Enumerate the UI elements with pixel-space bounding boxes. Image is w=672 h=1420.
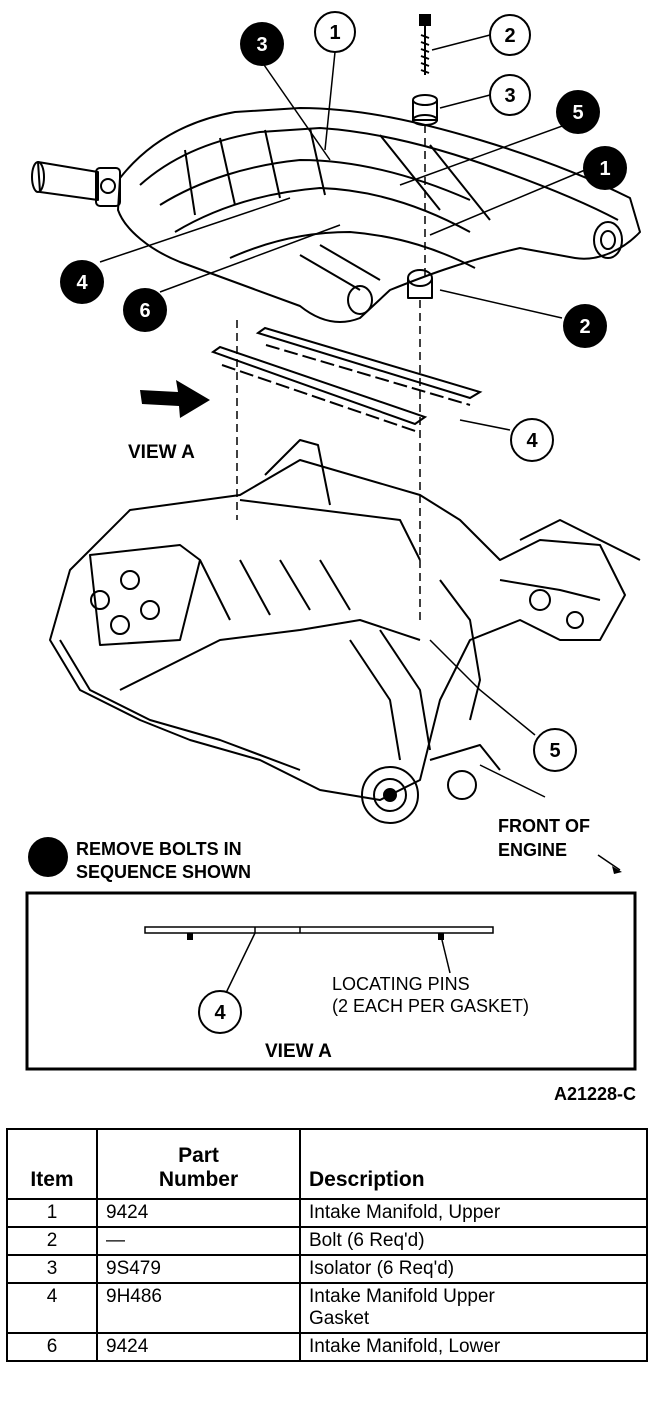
table-row: 2 — Bolt (6 Req'd) xyxy=(6,1226,648,1256)
legend-text-2: SEQUENCE SHOWN xyxy=(76,862,251,882)
locating-pins-note: (2 EACH PER GASKET) xyxy=(332,996,529,1016)
table-row: 1 9424 Intake Manifold, Upper xyxy=(6,1198,648,1228)
callout-1-top: 1 xyxy=(314,11,356,53)
table-row: 3 9S479 Isolator (6 Req'd) xyxy=(6,1254,648,1284)
svg-text:5: 5 xyxy=(549,740,560,762)
description-cell: Intake Manifold, Lower xyxy=(299,1332,648,1362)
svg-text:2: 2 xyxy=(504,25,515,47)
header-part-line1: Part xyxy=(178,1144,219,1167)
callout-2-sequence: 2 xyxy=(563,304,607,348)
part-number-cell: — xyxy=(96,1226,301,1256)
view-a-arrow-label: VIEW A xyxy=(128,442,195,463)
item-cell: 3 xyxy=(6,1254,98,1284)
view-a-inset: 4 LOCATING PINS (2 EACH PER GASKET) VIEW… xyxy=(25,891,637,1071)
part-number-cell: 9S479 xyxy=(96,1254,301,1284)
alignment-lines xyxy=(236,125,426,620)
header-part-number: Part Number xyxy=(96,1128,301,1200)
svg-text:5: 5 xyxy=(572,102,583,124)
description-text: Intake Manifold, Lower xyxy=(309,1336,501,1357)
table-row: 6 9424 Intake Manifold, Lower xyxy=(6,1332,648,1362)
description-text-2: Gasket xyxy=(309,1308,370,1329)
callout-4-gasket: 4 xyxy=(510,418,554,462)
part-number-cell: 9424 xyxy=(96,1198,301,1228)
svg-text:1: 1 xyxy=(329,22,340,44)
callout-1-sequence: 1 xyxy=(583,146,627,190)
description-cell: Intake Manifold Upper Gasket xyxy=(299,1282,648,1334)
part-number-cell: 9H486 xyxy=(96,1282,301,1334)
svg-text:3: 3 xyxy=(504,85,515,107)
callout-5-front: 5 xyxy=(533,728,577,772)
intake-manifold-gaskets xyxy=(210,326,483,433)
description-text: Bolt (6 Req'd) xyxy=(309,1230,425,1251)
item-cell: 6 xyxy=(6,1332,98,1362)
figure-id: A21228-C xyxy=(554,1084,636,1104)
svg-text:3: 3 xyxy=(256,34,267,56)
parts-table: Item Part Number Description 1 9424 Inta… xyxy=(6,1128,648,1362)
callout-4-view-a: 4 xyxy=(198,990,242,1034)
callout-4-sequence: 4 xyxy=(60,260,104,304)
callout-5-sequence: 5 xyxy=(556,90,600,134)
exploded-view-diagram: VIEW A xyxy=(25,11,641,1104)
description-cell: Isolator (6 Req'd) xyxy=(299,1254,648,1284)
item-cell: 4 xyxy=(6,1282,98,1334)
callout-3-open: 3 xyxy=(489,74,531,116)
svg-text:4: 4 xyxy=(76,272,88,294)
front-arrow-icon xyxy=(612,866,622,874)
svg-text:6: 6 xyxy=(139,300,150,322)
callout-3-sequence: 3 xyxy=(240,22,284,66)
description-text: Intake Manifold, Upper xyxy=(309,1202,501,1223)
legend-text-1: REMOVE BOLTS IN xyxy=(76,839,242,859)
front-of-engine-label-2: ENGINE xyxy=(498,840,567,860)
view-a-inset-title: VIEW A xyxy=(265,1041,332,1062)
parts-table-header: Item Part Number Description xyxy=(6,1128,648,1200)
bolt-and-isolator xyxy=(412,14,438,126)
description-text: Isolator (6 Req'd) xyxy=(309,1258,455,1279)
front-of-engine-label: FRONT OF xyxy=(498,816,590,836)
description-cell: Bolt (6 Req'd) xyxy=(299,1226,648,1256)
item-cell: 1 xyxy=(6,1198,98,1228)
header-part-line2: Number xyxy=(158,1168,239,1191)
part-number-cell: 9424 xyxy=(96,1332,301,1362)
svg-text:2: 2 xyxy=(579,316,590,338)
svg-text:4: 4 xyxy=(526,430,538,452)
locating-pins-label: LOCATING PINS xyxy=(332,974,470,994)
sequence-legend: REMOVE BOLTS IN SEQUENCE SHOWN xyxy=(28,837,251,882)
sequence-marker-icon xyxy=(28,837,68,877)
svg-text:1: 1 xyxy=(599,158,610,180)
callout-6-sequence: 6 xyxy=(123,288,167,332)
item-cell: 2 xyxy=(6,1226,98,1256)
svg-text:4: 4 xyxy=(214,1002,226,1024)
header-item: Item xyxy=(6,1128,98,1200)
upper-intake-manifold xyxy=(31,107,641,323)
engine-block xyxy=(49,439,641,824)
header-description: Description xyxy=(299,1128,648,1200)
description-cell: Intake Manifold, Upper xyxy=(299,1198,648,1228)
leader-lines xyxy=(99,34,621,871)
table-row: 4 9H486 Intake Manifold Upper Gasket xyxy=(6,1282,648,1334)
description-text: Intake Manifold Upper xyxy=(309,1286,495,1307)
callout-2-top: 2 xyxy=(489,14,531,56)
view-a-arrow xyxy=(140,380,210,418)
